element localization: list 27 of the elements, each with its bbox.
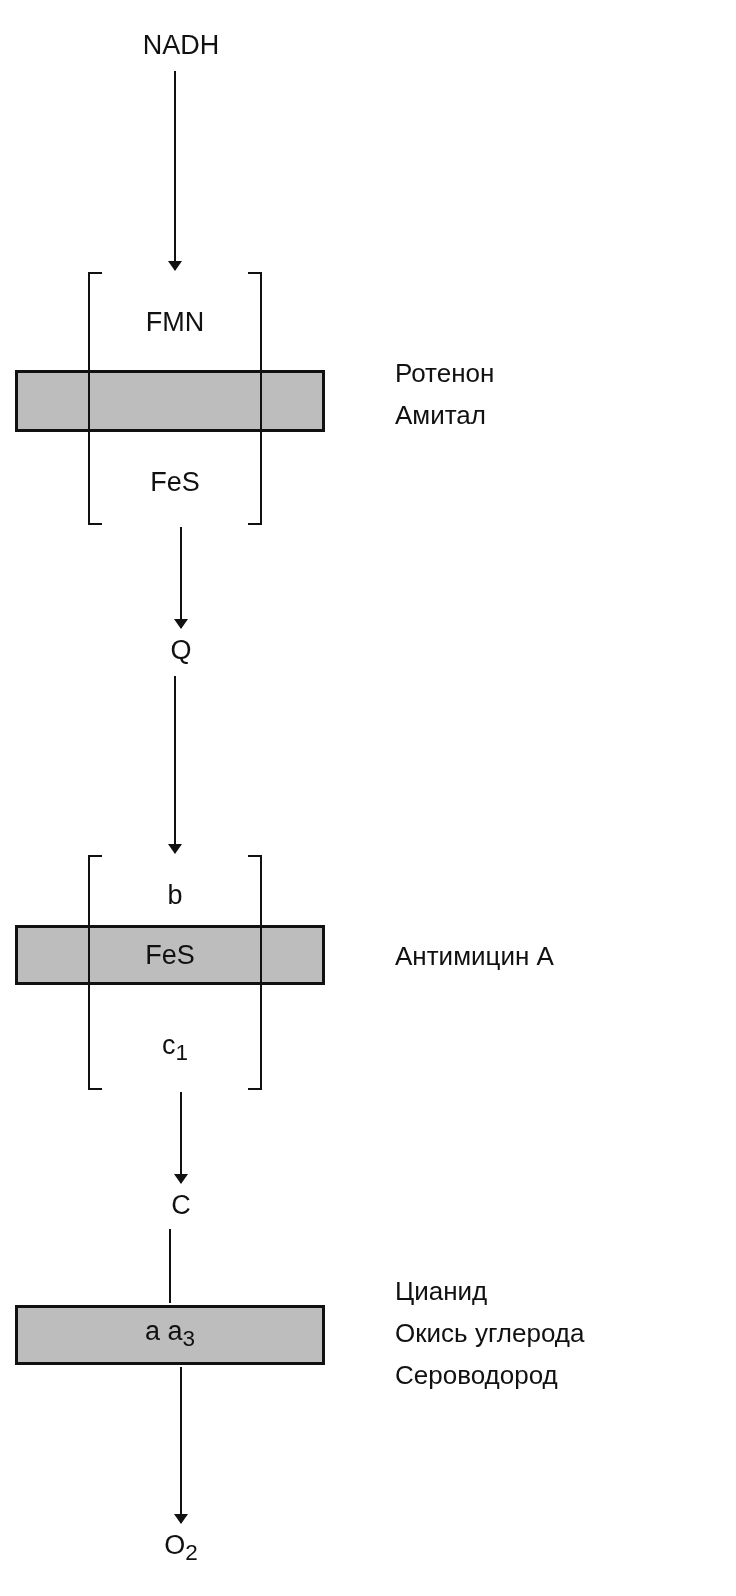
carrier-label: C <box>170 1189 192 1222</box>
carrier-label: c$_{1}$ <box>161 1029 189 1068</box>
carrier-label: FeS <box>149 466 201 499</box>
inhibitor-label: Антимицин А <box>395 940 554 973</box>
arrow <box>168 70 182 271</box>
carrier-label: O$_{2}$ <box>163 1529 199 1568</box>
carrier-label: FMN <box>144 306 206 339</box>
carrier-label: FeS <box>145 939 195 972</box>
complex-bar <box>15 370 325 432</box>
inhibitor-label: Цианид <box>395 1275 488 1308</box>
inhibitor-label: Ротенон <box>395 357 495 390</box>
arrow <box>174 1366 188 1524</box>
complex-bar <box>15 925 325 985</box>
carrier-label: NADH <box>141 29 221 62</box>
arrow <box>174 526 188 629</box>
carrier-label: a a$_{3}$ <box>144 1314 196 1354</box>
inhibitor-label: Амитал <box>395 399 486 432</box>
complex-bracket <box>88 855 262 1090</box>
arrow <box>174 1091 188 1184</box>
complex-bracket <box>88 272 262 525</box>
carrier-label: b <box>166 879 184 912</box>
connector-line <box>169 1228 171 1304</box>
carrier-label: Q <box>169 634 193 667</box>
inhibitor-label: Окись углерода <box>395 1317 585 1350</box>
arrow <box>168 675 182 854</box>
inhibitor-label: Сероводород <box>395 1359 558 1392</box>
complex-bar <box>15 1305 325 1365</box>
